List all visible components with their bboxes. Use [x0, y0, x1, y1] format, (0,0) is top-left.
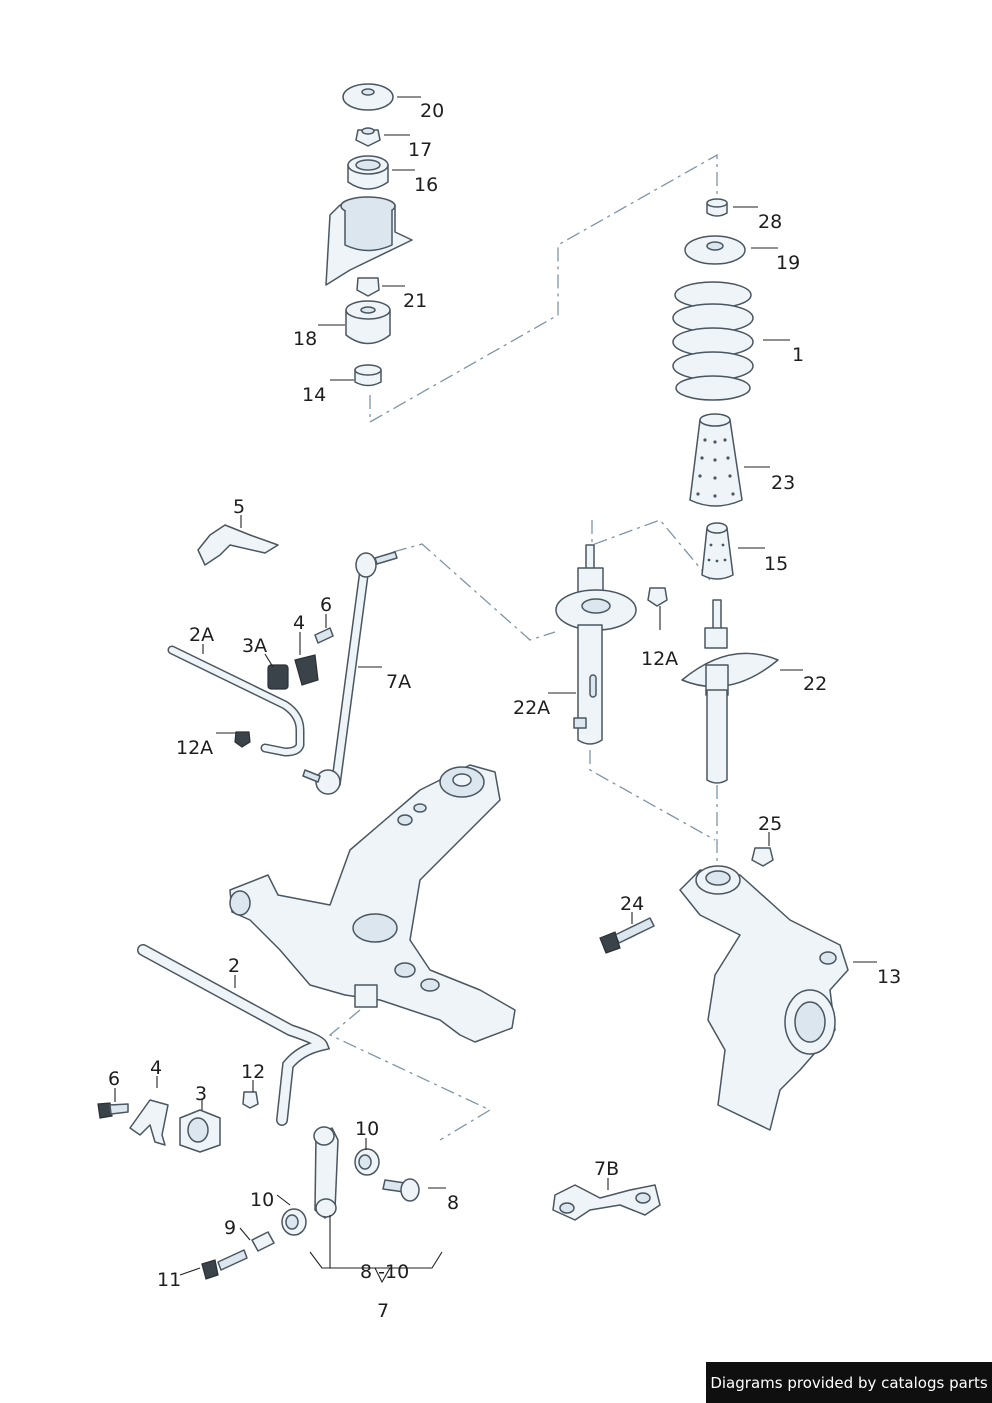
part-23-bump-stop: [689, 413, 743, 507]
label-23: 23: [771, 472, 795, 494]
label-12a-left: 12A: [176, 737, 213, 759]
part-8-bolt: [382, 1178, 420, 1202]
part-22a-strut: [555, 544, 637, 745]
part-17-nut: [355, 127, 381, 147]
label-4-top: 4: [293, 612, 305, 634]
part-7a-coupling-rod: [302, 551, 398, 795]
label-24: 24: [620, 893, 644, 915]
footer-credit-banner: Diagrams provided by catalogs parts: [706, 1362, 992, 1403]
part-28-washer: [706, 198, 728, 217]
label-28: 28: [758, 211, 782, 233]
label-18: 18: [293, 328, 317, 350]
part-12-nut: [242, 1091, 259, 1109]
label-25: 25: [758, 813, 782, 835]
part-4-clamp-top: [294, 654, 319, 686]
part-9-sleeve: [251, 1231, 275, 1252]
label-7: 7: [377, 1300, 389, 1322]
label-3a: 3A: [242, 635, 267, 657]
assembly-dash-lines: [328, 153, 718, 1141]
part-18-rubber: [345, 300, 391, 345]
label-17: 17: [408, 139, 432, 161]
part-15-sleeve: [701, 522, 734, 580]
part-25-nut: [751, 847, 774, 867]
part-2-stabilizer-bar: [137, 944, 331, 1126]
part-19-spring-plate: [684, 235, 746, 265]
part-10-rubber-b: [281, 1208, 307, 1236]
part-11-bolt: [201, 1249, 248, 1280]
control-arm: [229, 764, 516, 1043]
label-4-bottom: 4: [150, 1057, 162, 1079]
part-3a-bushing: [267, 664, 289, 690]
label-11: 11: [157, 1269, 181, 1291]
part-5-bracket: [197, 524, 279, 566]
part-14-ring: [354, 364, 382, 387]
label-7b: 7B: [594, 1158, 619, 1180]
label-22a: 22A: [513, 697, 550, 719]
label-8-10: 8 -10: [360, 1261, 409, 1283]
label-8: 8: [447, 1192, 459, 1214]
label-21: 21: [403, 290, 427, 312]
label-14: 14: [302, 384, 326, 406]
label-6-bottom: 6: [108, 1068, 120, 1090]
label-19: 19: [776, 252, 800, 274]
label-20: 20: [420, 100, 444, 122]
part-6-bolt-bottom: [97, 1102, 129, 1119]
part-22-shock-absorber: [681, 599, 779, 784]
label-10-a: 10: [355, 1118, 379, 1140]
label-3: 3: [195, 1083, 207, 1105]
part-1-coil-spring: [672, 281, 754, 401]
label-12a-right: 12A: [641, 648, 678, 670]
label-10-b: 10: [250, 1189, 274, 1211]
part-4-clamp-bottom: [129, 1099, 169, 1146]
footer-credit-text: Diagrams provided by catalogs parts: [710, 1373, 988, 1392]
part-3-bushing: [179, 1109, 221, 1153]
part-7-coupling-rod: [313, 1126, 339, 1219]
label-5: 5: [233, 496, 245, 518]
part-13-wheel-bearing-housing: [679, 865, 849, 1131]
part-16-bearing: [347, 155, 389, 190]
part-12a-nut-left: [234, 731, 251, 748]
leader-lines: [114, 96, 877, 1284]
label-13: 13: [877, 966, 901, 988]
label-12: 12: [241, 1061, 265, 1083]
part-10-rubber-a: [354, 1148, 380, 1176]
label-2a: 2A: [189, 624, 214, 646]
part-24-bolt: [599, 917, 655, 954]
part-7b-coupling-rod: [552, 1184, 661, 1221]
label-1: 1: [792, 344, 804, 366]
part-12a-nut-right: [647, 587, 668, 607]
part-20-cap: [342, 83, 394, 111]
label-6-top: 6: [320, 594, 332, 616]
part-2a-stabilizer-bar: [167, 645, 305, 757]
label-2: 2: [228, 955, 240, 977]
label-7a: 7A: [386, 671, 411, 693]
part-6-bolt-top: [314, 627, 334, 644]
label-9: 9: [224, 1217, 236, 1239]
label-22: 22: [803, 673, 827, 695]
part-21-nut: [356, 277, 380, 297]
body-mount: [325, 196, 413, 286]
label-15: 15: [764, 553, 788, 575]
part-labels: 20 17 16 21 18 14 28 19 1 23 15 22 22A 1…: [108, 100, 901, 1322]
label-16: 16: [414, 174, 438, 196]
